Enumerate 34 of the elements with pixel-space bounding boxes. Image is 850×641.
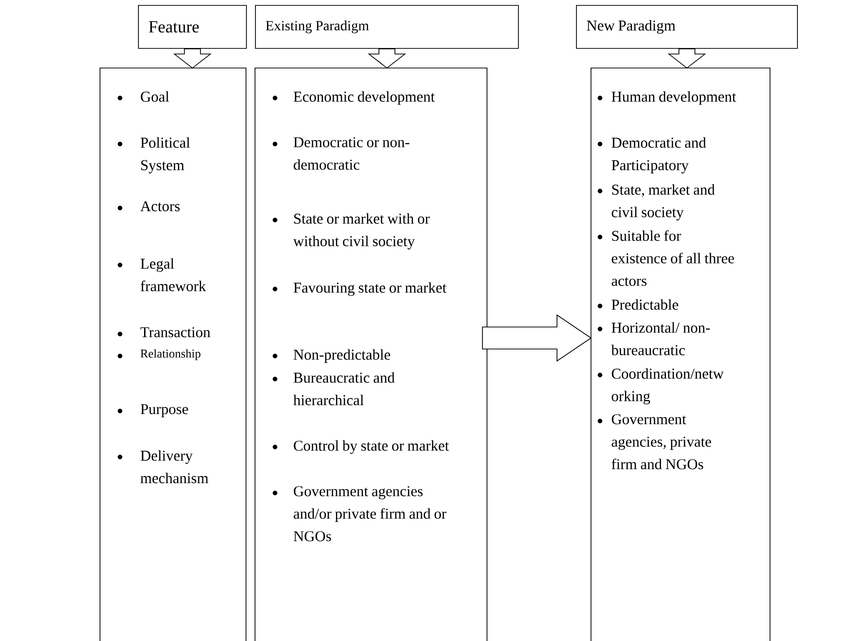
bullet-item: State, market and civil society — [598, 184, 715, 220]
bullet-item: Goal — [118, 91, 170, 102]
bullet-item: State or market with or without civil society — [272, 213, 430, 250]
header-box: Existing Paradigm — [255, 5, 519, 49]
block-arrow — [173, 48, 212, 69]
bullet-item: Government agencies and/or private firm and or NGOs — [272, 486, 446, 542]
bullet-item: Democratic or non-democratic — [272, 137, 410, 170]
bullet-item: Horizontal/ non-bureaucratic — [598, 322, 710, 356]
bullet-item: Human development — [598, 91, 736, 105]
bullet-item: Political System — [118, 137, 190, 174]
bullet-item: Favouring state or market — [272, 282, 446, 296]
bullet-item: Coordination/netw orking — [598, 368, 724, 404]
column-box — [100, 68, 246, 641]
header-box: Feature — [138, 5, 247, 49]
header-box: New Paradigm — [576, 5, 798, 49]
bullet-item: Relationship — [118, 349, 200, 360]
block-arrow — [482, 314, 592, 362]
bullet-item: Delivery mechanism — [118, 450, 208, 484]
bullet-item: Government agencies, private firm and NGOs — [598, 414, 712, 470]
bullet-item: Economic development — [272, 91, 435, 105]
block-arrow — [668, 48, 706, 69]
bullet-item: Bureaucratic and hierarchical — [272, 372, 395, 406]
bullet-item: Predictable — [598, 299, 678, 310]
bullet-item: Control by state or market — [272, 440, 449, 454]
bullet-item: Legal framework — [118, 258, 206, 292]
column-box — [254, 68, 488, 641]
bullet-item: Non-predictable — [272, 349, 390, 363]
column-box — [590, 68, 770, 641]
block-arrow — [368, 48, 406, 69]
bullet-item: Democratic and Participatory — [598, 137, 706, 174]
bullet-item: Transaction — [118, 327, 210, 338]
bullet-item: Actors — [118, 201, 180, 212]
bullet-item: Suitable for existence of all three actors — [598, 230, 734, 286]
bullet-item: Purpose — [118, 404, 188, 418]
